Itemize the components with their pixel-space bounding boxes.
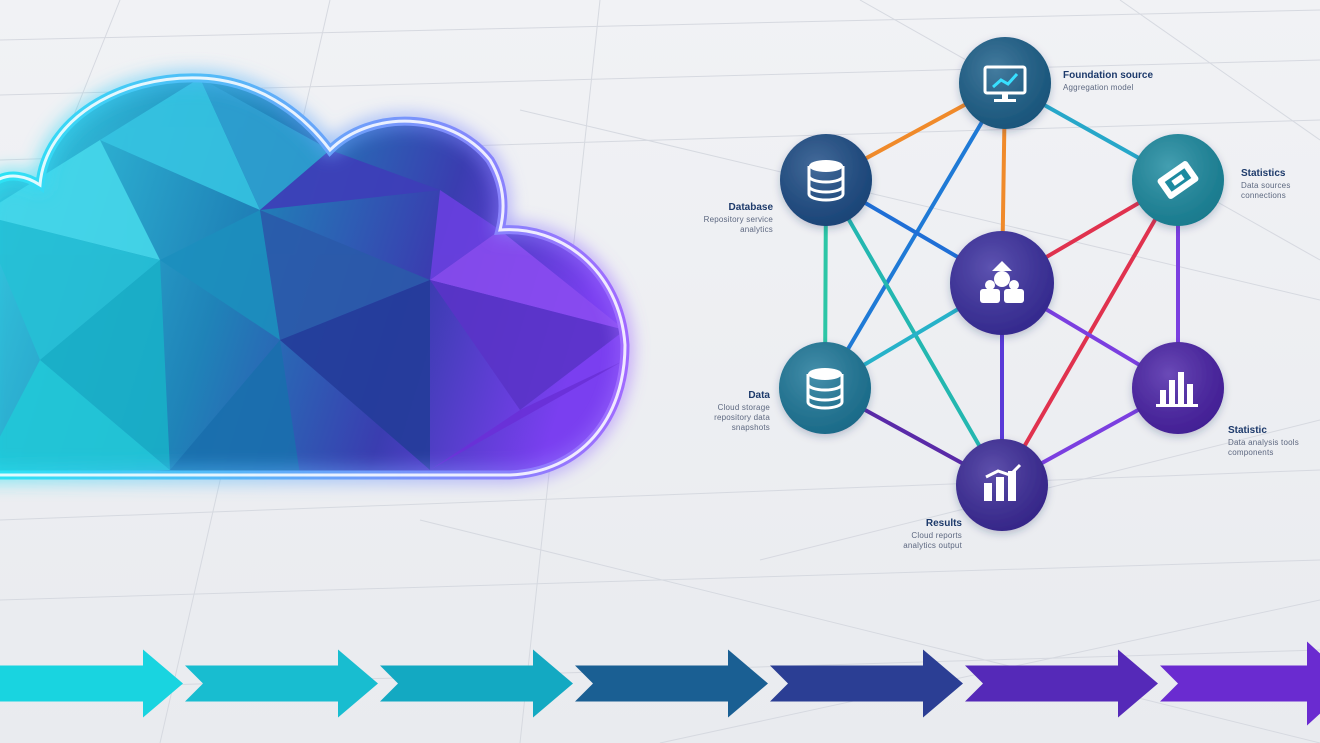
label-folder-title: Statistics: [1241, 168, 1286, 179]
node-db-top: [780, 134, 872, 226]
flow-arrow-1: [0, 649, 183, 718]
label-bars-bottom-title: Results: [925, 518, 962, 529]
cloud-illustration: [0, 0, 660, 520]
label-db-bottom-title: Data: [748, 390, 770, 401]
label-monitor-desc: Aggregation model: [1063, 82, 1134, 92]
node-monitor: [959, 37, 1051, 129]
label-db-bottom-desc: Cloud storage repository data snapshots: [714, 402, 770, 432]
edge-db-top-bars-bottom: [824, 178, 1004, 487]
database-icon: [806, 368, 844, 410]
label-bars-bottom: Results Cloud reports analytics output: [850, 518, 962, 551]
label-monitor-title: Foundation source: [1063, 70, 1153, 81]
label-db-top-title: Database: [728, 202, 773, 213]
label-monitor: Foundation source Aggregation model: [1063, 70, 1153, 93]
node-bars-bottom: [956, 439, 1048, 531]
node-group: [779, 37, 1224, 531]
label-bars-right: Statistic Data analysis tools components: [1228, 425, 1299, 458]
node-db-bottom: [779, 342, 871, 434]
flow-arrow-4: [575, 649, 768, 718]
flow-arrow-6: [965, 649, 1158, 718]
label-bars-right-desc: Data analysis tools components: [1228, 437, 1299, 457]
node-folder: [1132, 134, 1224, 226]
edge-monitor-db-bottom: [823, 81, 1007, 390]
users-hub-icon: [980, 261, 1024, 303]
bar-chart-icon: [1156, 372, 1198, 407]
monitor-chart-icon: [983, 65, 1027, 102]
edge-folder-bars-bottom: [1000, 178, 1180, 487]
label-db-bottom: Data Cloud storage repository data snaps…: [660, 390, 770, 433]
flow-arrow-5: [770, 649, 963, 718]
node-center: [950, 231, 1054, 335]
flow-arrow-3: [380, 649, 573, 718]
label-db-top: Database Repository service analytics: [655, 202, 773, 235]
database-icon: [807, 160, 845, 202]
label-folder: Statistics Data sources connections: [1241, 168, 1291, 201]
node-bars-right: [1132, 342, 1224, 434]
flow-arrow-7: [1160, 641, 1320, 726]
label-folder-desc: Data sources connections: [1241, 180, 1291, 200]
growth-chart-icon: [984, 463, 1022, 501]
folder-icon: [1157, 161, 1199, 199]
label-db-top-desc: Repository service analytics: [703, 214, 773, 234]
label-bars-right-title: Statistic: [1228, 425, 1267, 436]
flow-arrow-2: [185, 649, 378, 718]
label-bars-bottom-desc: Cloud reports analytics output: [903, 530, 962, 550]
